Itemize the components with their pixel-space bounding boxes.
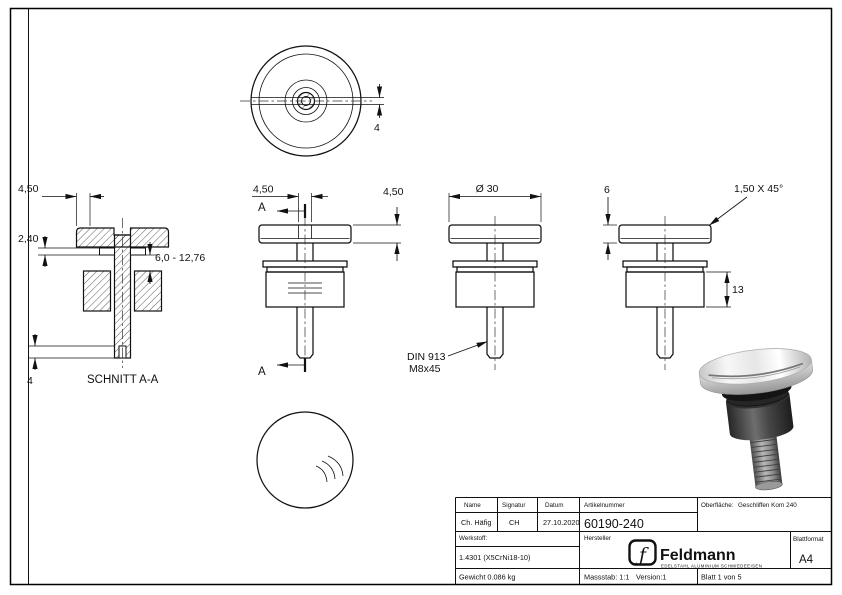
section-body-right [133,270,163,312]
dim-cap-edge: 4,50 [18,183,39,195]
dim-body-height: 13 [732,284,744,296]
value-format: A4 [799,554,814,566]
section-marker-top: A [258,202,266,214]
label-format: Blattformat [793,536,824,543]
logo-tagline: EDELSTAHL ALUMINIUM SCHMIEDEEISEN [661,564,762,569]
value-material: 1.4301 (X5CrNi18-10) [459,553,530,562]
feldmann-logo: ƒ Feldmann EDELSTAHL ALUMINIUM SCHMIEDEE… [628,539,762,569]
value-scale: Massstab: 1:1 [584,573,629,582]
note-thread: M8x45 [409,363,441,375]
section-gasket-right [130,247,146,256]
label-article: Artikelnummer [584,502,625,509]
value-weight: Gewicht 0.086 kg [459,573,515,582]
dim-gasket: 2,40 [18,233,39,245]
section-body-left [82,270,112,312]
label-material: Werkstoff: [459,535,487,542]
dim-clamp-range: 6,0 - 12,76 [155,252,205,264]
title-block: Name Signatur Datum Artikelnummer Oberfl… [455,497,832,585]
label-manufacturer: Hersteller [584,535,611,542]
value-date: 27.10.2020 [543,518,580,527]
sheet-frame [9,7,833,586]
product-photo-3d [698,348,813,491]
value-signature: CH [509,518,520,527]
value-sheet: Blatt 1 von 5 [701,573,742,582]
chamfer-view: 6 1,50 X 45° 13 [603,183,783,370]
value-article-number: 60190-240 [584,517,644,531]
logo-name: Feldmann [660,547,736,564]
value-name: Ch. Häfig [461,518,491,527]
front-view: 4,50 A A 4,50 [252,184,404,378]
dim-slot-width: 4,50 [253,184,274,196]
note-standard: DIN 913 [407,351,446,363]
label-surface: Oberfläche: [701,502,734,509]
value-version: Version:1 [636,573,666,582]
top-view: 4 [240,45,384,157]
section-title: SCHNITT A-A [87,374,159,386]
section-view: 4,50 2,40 6,0 - 12,76 4 SCHNITT A-A [18,183,205,387]
note-chamfer: 1,50 X 45° [734,183,783,195]
label-name: Name [464,502,481,509]
logo-glyph: ƒ [635,544,649,566]
value-surface: Geschliffen Korn 240 [738,502,797,509]
label-signature: Signatur [502,502,525,509]
dim-cap-total: 6 [604,184,610,196]
logo-icon [628,539,657,566]
dim-bottom: 4 [27,375,33,387]
label-date: Datum [545,502,564,509]
top-disc [698,348,812,385]
section-gasket-left [99,247,115,256]
dim-diameter: Ø 30 [476,183,499,195]
dim-cap-height: 4,50 [383,186,404,198]
section-marker-bottom: A [258,366,266,378]
diameter-view: Ø 30 DIN 913 M8x45 [407,183,542,375]
bottom-view [256,411,354,509]
dim-top-slot: 4 [374,122,380,134]
